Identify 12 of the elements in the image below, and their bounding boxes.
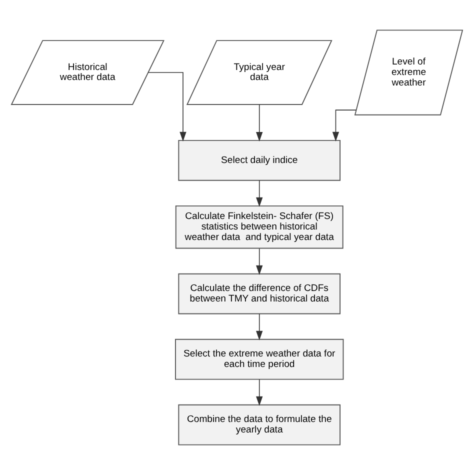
node-box: Calculate Finkelstein- Schafer (FS) statistics between historical weather data and typical year data bbox=[175, 204, 344, 248]
node-box: Combine the data to formulate the yearly data bbox=[178, 404, 341, 445]
arrow bbox=[256, 248, 263, 274]
node-box: Calculate the difference of CDFs between TMY and historical data bbox=[178, 272, 341, 314]
arrow bbox=[256, 180, 263, 206]
arrow bbox=[256, 104, 263, 142]
arrow bbox=[148, 72, 186, 141]
arrow bbox=[332, 109, 356, 141]
arrow bbox=[256, 312, 263, 340]
arrow bbox=[256, 378, 263, 406]
node-box: Select the extreme weather data for each time period bbox=[175, 338, 344, 380]
node-box: Select daily indice bbox=[178, 139, 341, 180]
